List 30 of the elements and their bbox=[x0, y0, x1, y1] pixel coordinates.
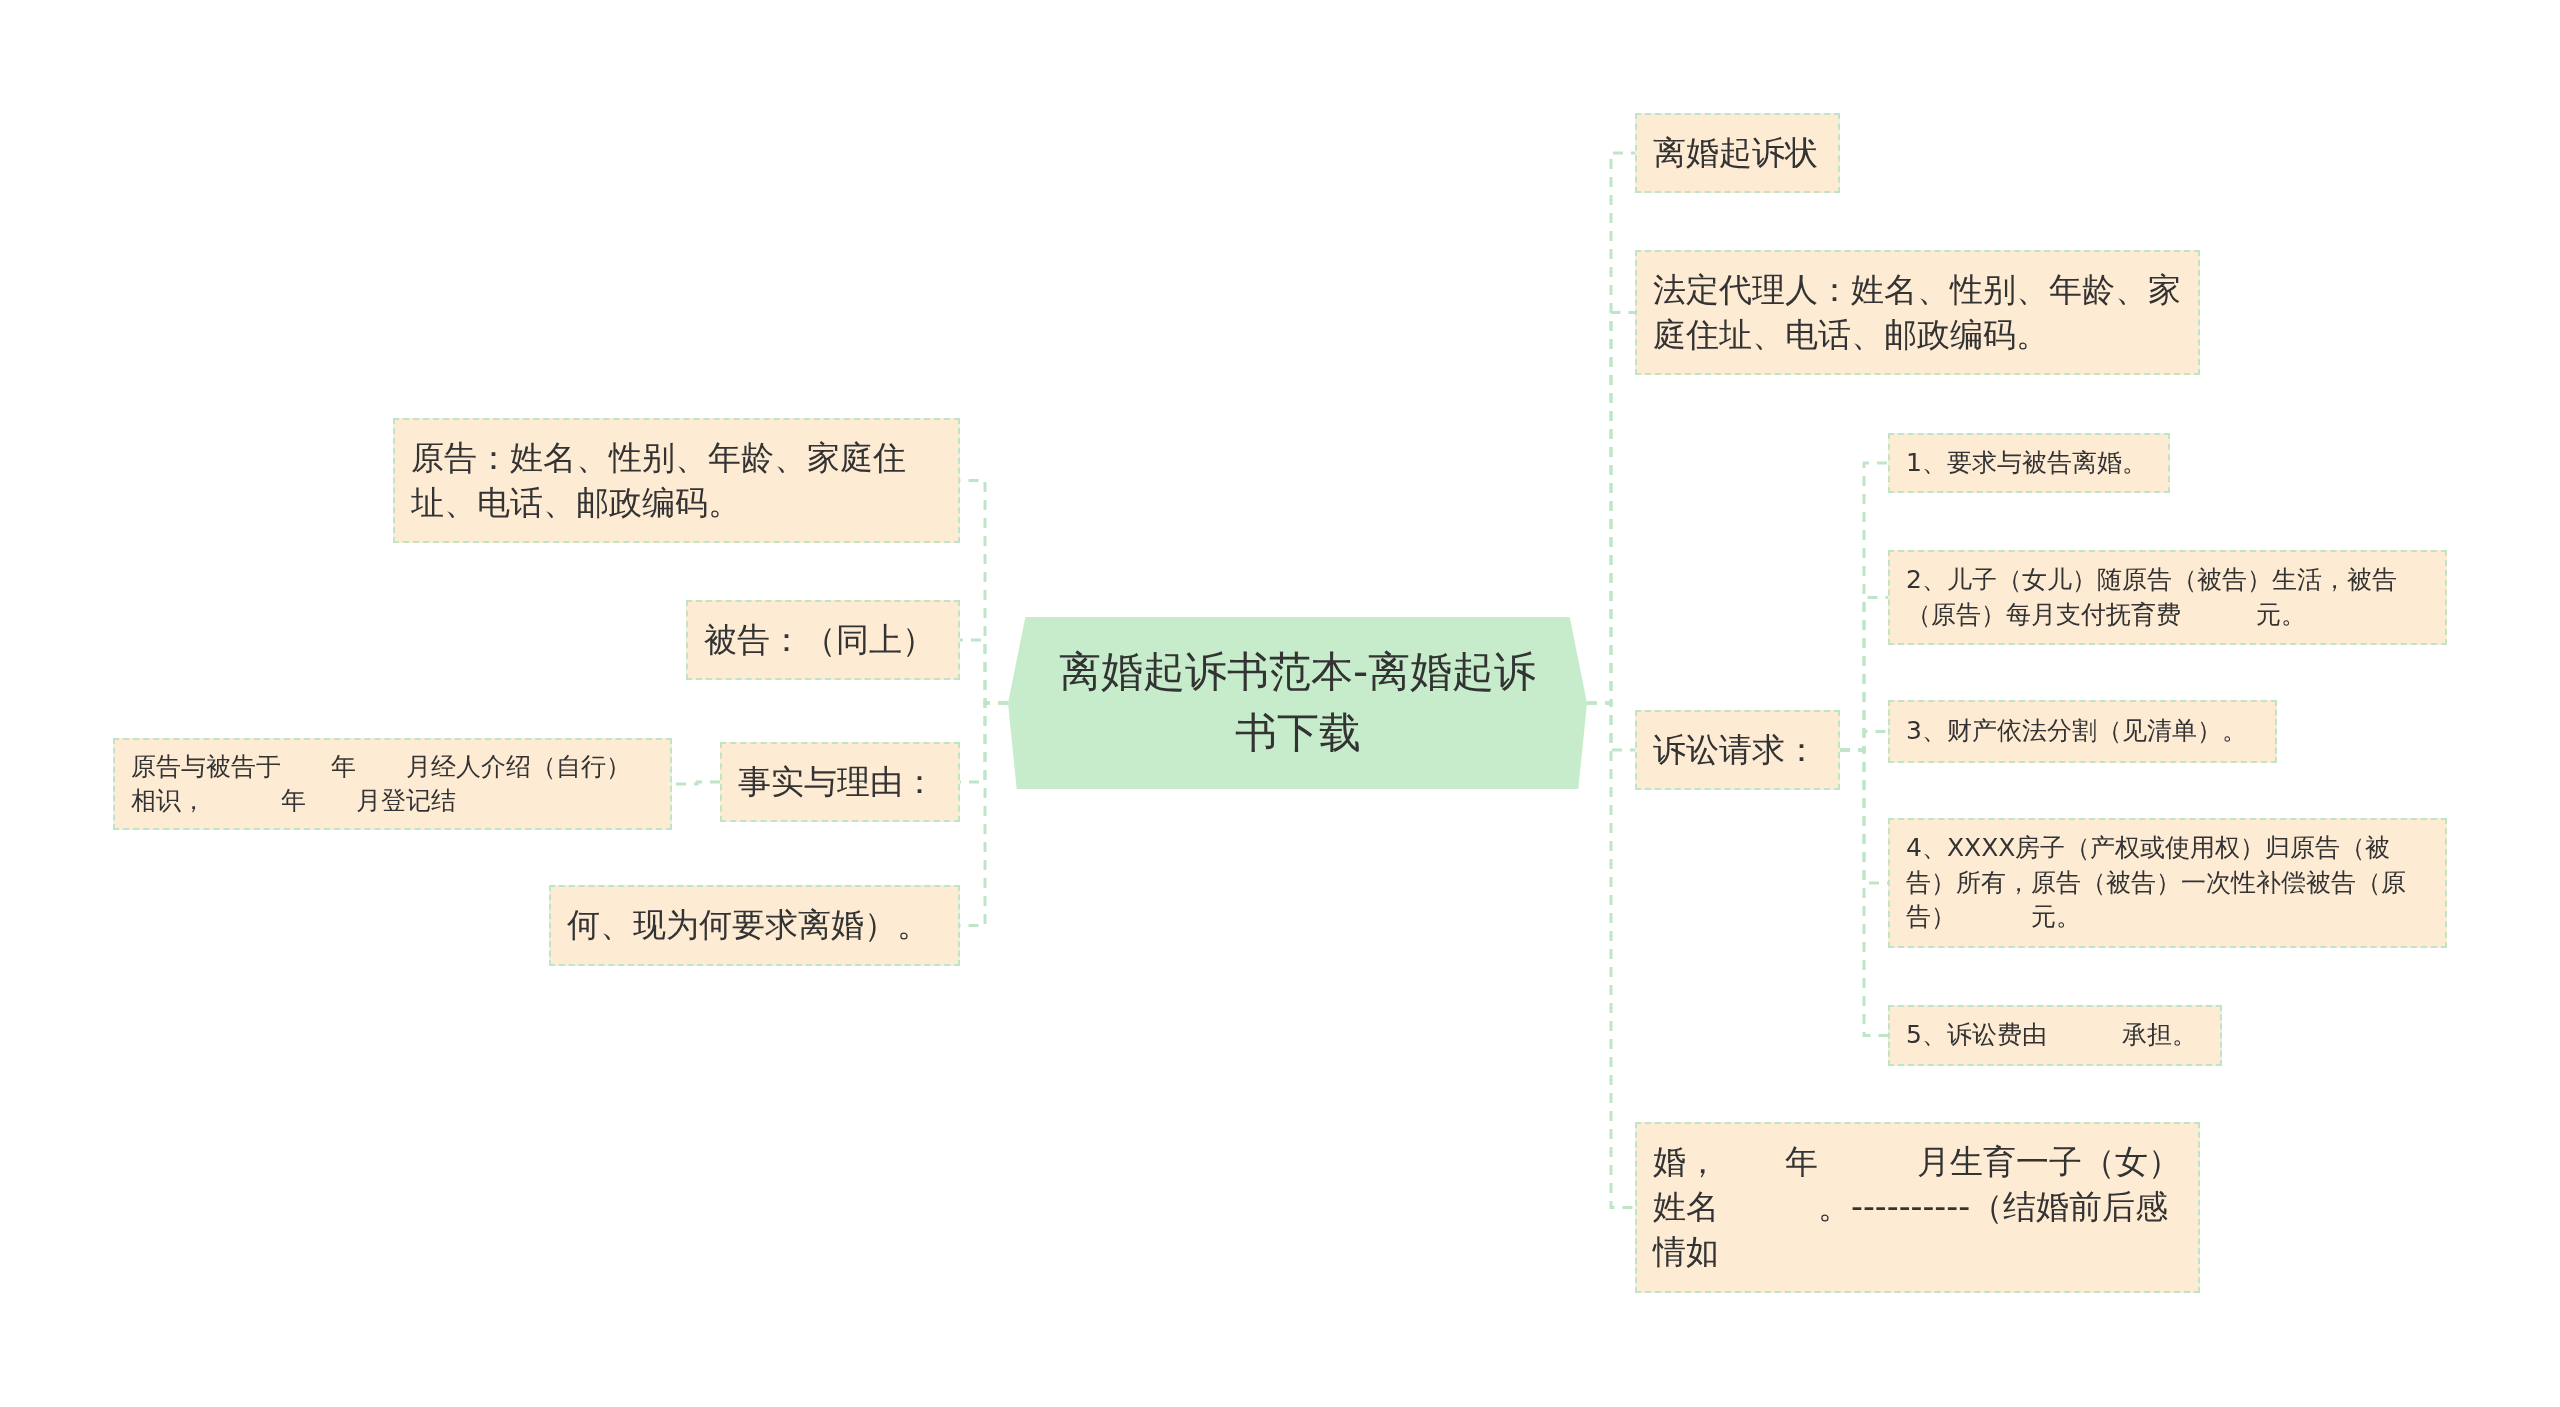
topic-text: 原告与被告于 年 月经人介绍（自行）相识， 年 月登记结 bbox=[131, 750, 632, 817]
topic-text: 原告：姓名、性别、年龄、家庭住址、电话、邮政编码。 bbox=[411, 436, 907, 524]
topic-box bbox=[1888, 550, 2447, 645]
topic-box bbox=[113, 738, 672, 830]
topic-text: 何、现为何要求离婚）。 bbox=[567, 904, 930, 947]
topic-text: 2、儿子（女儿）随原告（被告）生活，被告（原告）每月支付抚育费 元。 bbox=[1906, 564, 2398, 631]
topic-box bbox=[1635, 710, 1840, 790]
topic-box bbox=[1635, 1122, 2200, 1293]
topic-text: 3、财产依法分割（见清单）。 bbox=[1906, 715, 2247, 748]
topic-text: 1、要求与被告离婚。 bbox=[1906, 446, 2147, 479]
topic-text: 4、XXXX房子（产权或使用权）归原告（被告）所有，原告（被告）一次性补偿被告（原告） 元。 bbox=[1906, 832, 2407, 934]
topic-box bbox=[720, 742, 960, 822]
topic-text: 法定代理人：姓名、性别、年龄、家庭住址、电话、邮政编码。 bbox=[1653, 268, 2182, 356]
topic-box bbox=[1635, 113, 1840, 193]
topic-text: 婚， 年 月生育一子（女）姓名 。----------（结婚前后感情如 bbox=[1653, 1141, 2182, 1273]
topic-box bbox=[1888, 700, 2277, 763]
topic-text: 诉讼请求： bbox=[1653, 728, 1818, 771]
topic-box bbox=[1888, 433, 2170, 493]
topic-text: 事实与理由： bbox=[738, 760, 936, 803]
topic-text: 被告：（同上） bbox=[704, 618, 935, 661]
topic-text: 离婚起诉状 bbox=[1653, 131, 1818, 174]
topic-box bbox=[1888, 1005, 2222, 1066]
topic-box bbox=[393, 418, 960, 543]
topic-text: 离婚起诉书范本-离婚起诉书下载 bbox=[1057, 646, 1538, 759]
topic-box bbox=[1635, 250, 2200, 375]
topic-text: 5、诉讼费由 承担。 bbox=[1906, 1019, 2197, 1052]
topic-box bbox=[686, 600, 960, 680]
topic-box bbox=[1888, 818, 2447, 948]
topic-box bbox=[549, 885, 960, 966]
connector-line bbox=[1840, 748, 1888, 1037]
